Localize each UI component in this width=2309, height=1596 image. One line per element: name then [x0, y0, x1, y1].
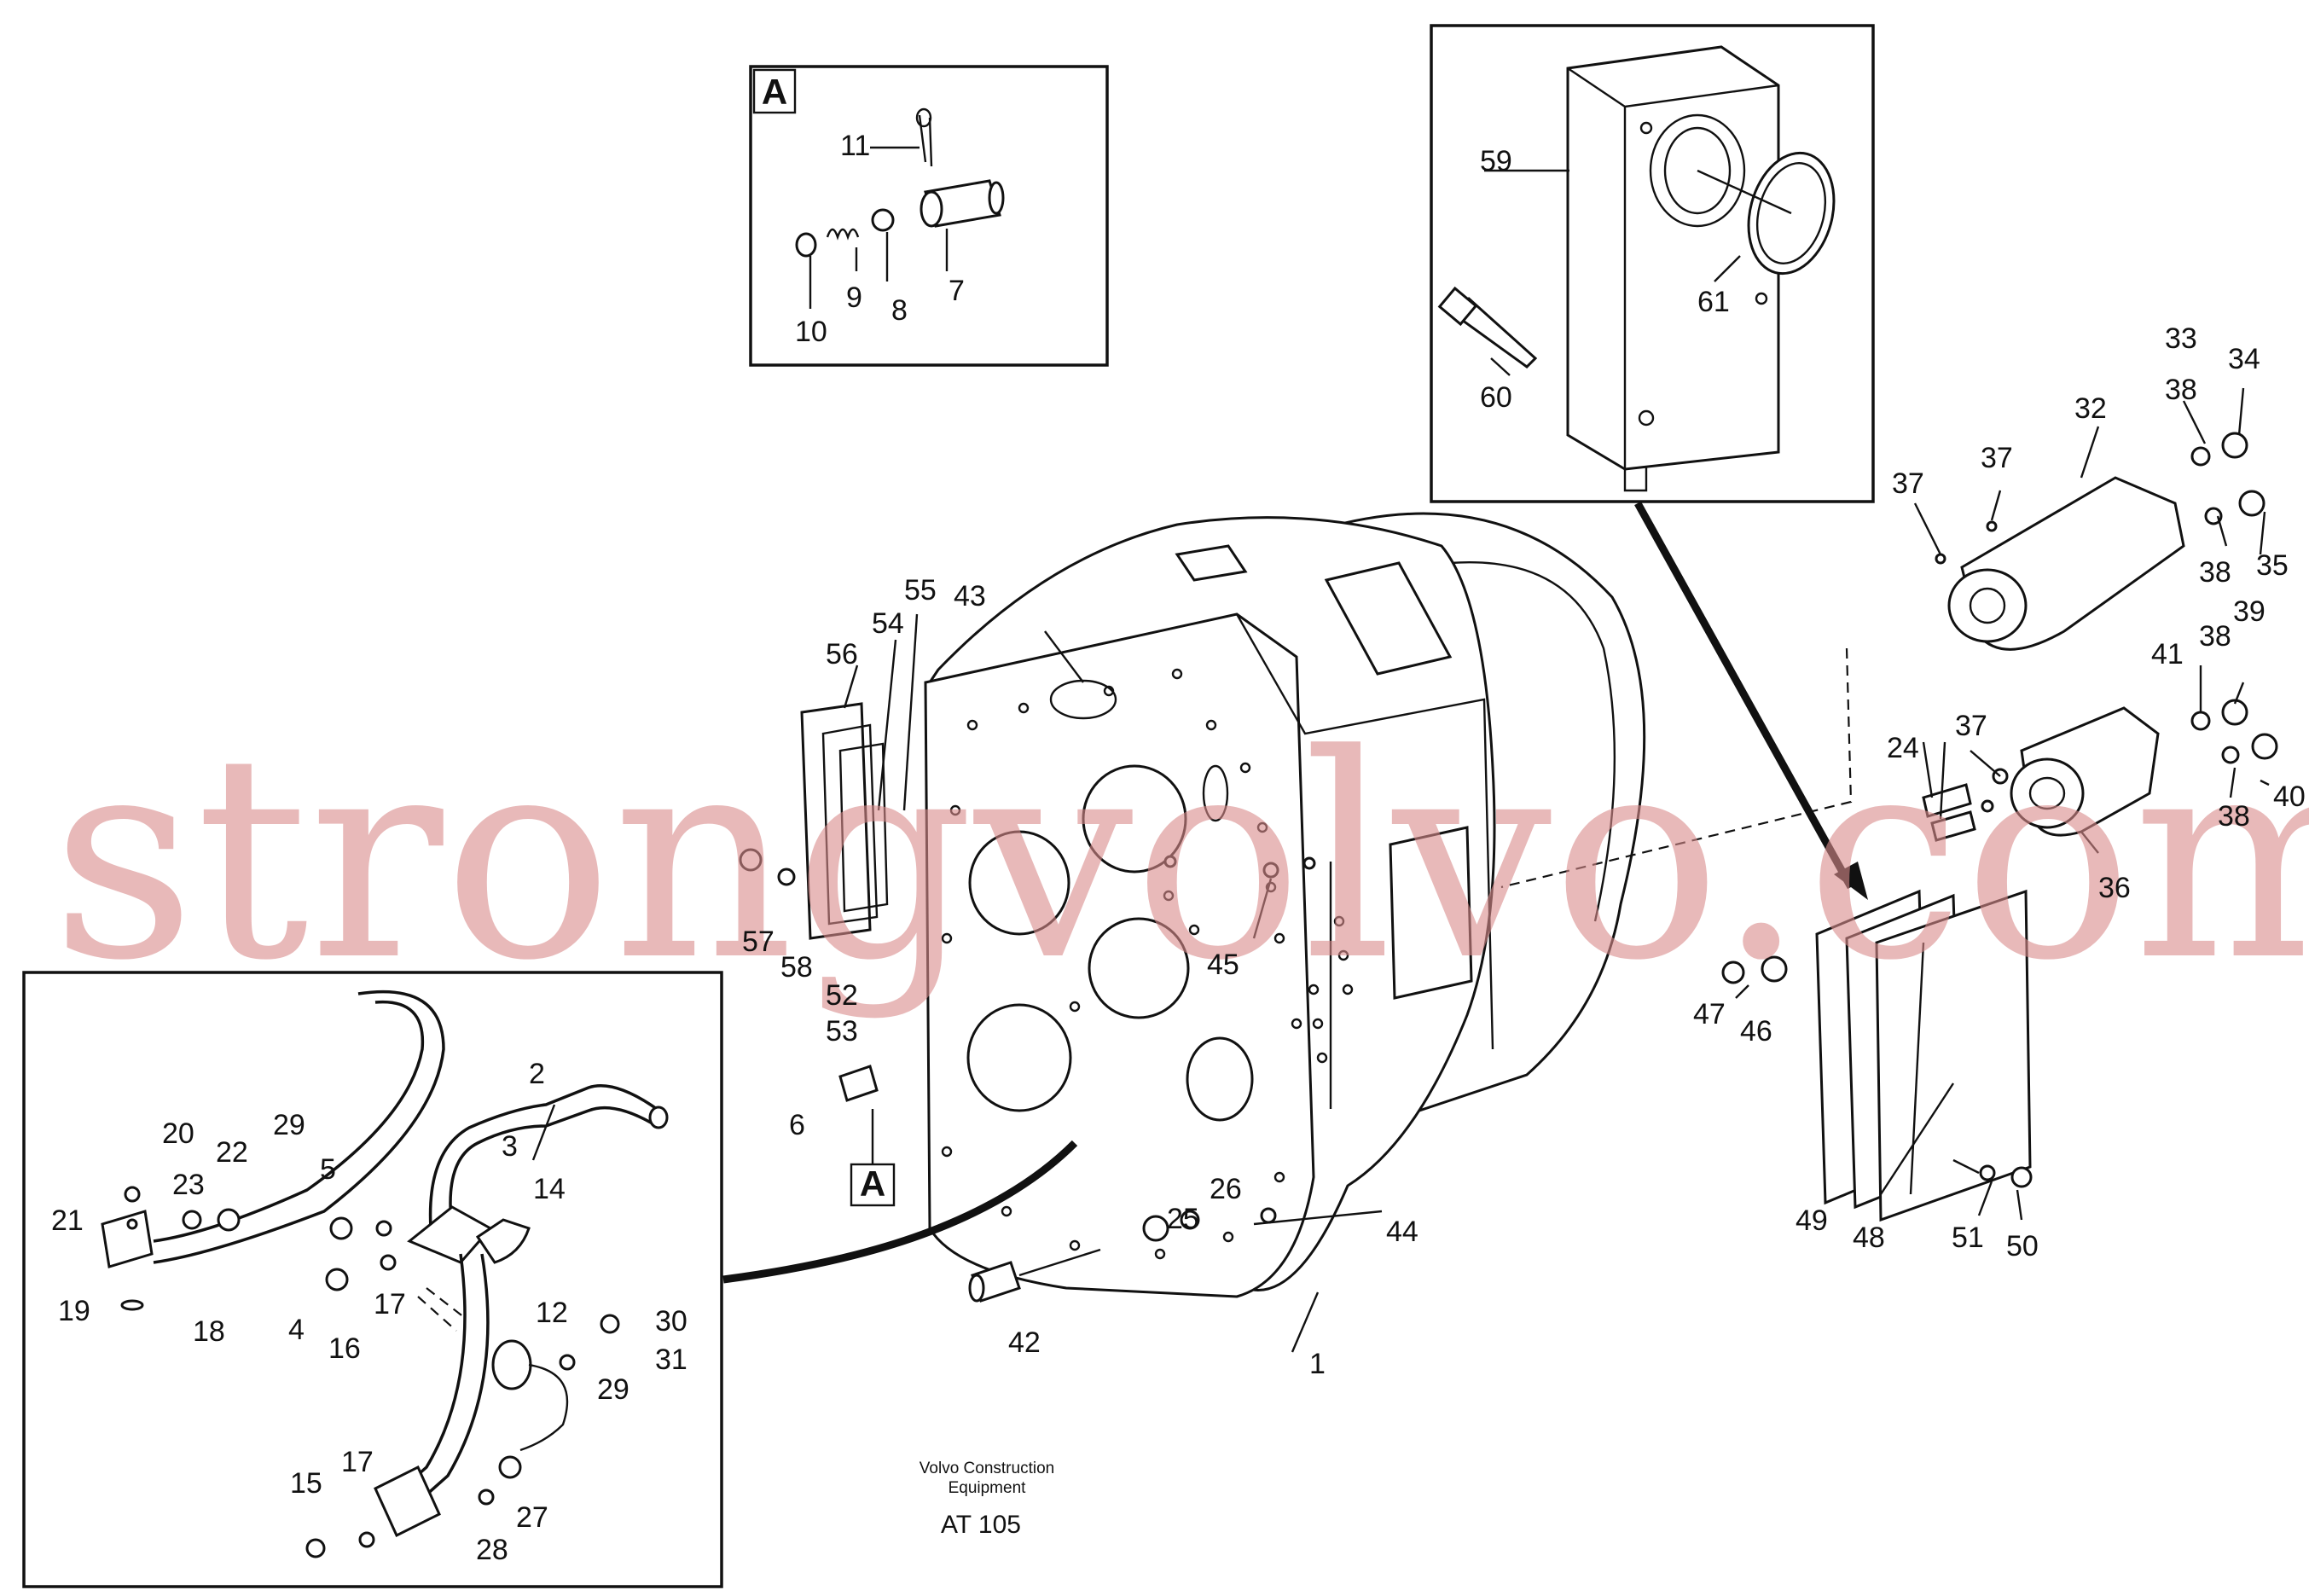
label-17b: 17	[341, 1446, 374, 1478]
diagram-code: AT 105	[941, 1511, 1021, 1539]
label-41: 41	[2151, 638, 2184, 670]
label-53: 53	[826, 1015, 858, 1048]
bracket-36	[1922, 699, 2278, 842]
label-42: 42	[1008, 1326, 1041, 1359]
inset-a-panel: A	[749, 65, 1109, 367]
label-11: 11	[840, 130, 870, 162]
cover-plates-48-49	[1815, 889, 2033, 1222]
label-40: 40	[2273, 781, 2306, 813]
bottom-left-inset-panel	[22, 971, 723, 1588]
label-25: 25	[1167, 1203, 1199, 1235]
label-47: 47	[1693, 998, 1726, 1030]
label-8: 8	[891, 294, 908, 327]
label-37c: 37	[1955, 710, 1987, 742]
label-36: 36	[2098, 872, 2131, 904]
label-46: 46	[1740, 1015, 1772, 1048]
label-58: 58	[780, 951, 813, 984]
label-24: 24	[1887, 732, 1919, 764]
main-housing-1	[800, 512, 1646, 1298]
label-48: 48	[1853, 1222, 1885, 1254]
washer-10	[795, 232, 817, 258]
label-37b: 37	[1981, 442, 2013, 474]
label-56: 56	[826, 638, 858, 670]
label-3: 3	[502, 1130, 518, 1163]
label-45: 45	[1207, 949, 1239, 981]
label-38d: 38	[2218, 800, 2250, 833]
fasteners-main	[739, 848, 1788, 1242]
label-26: 26	[1210, 1173, 1242, 1205]
bottom-inset-connector	[722, 1140, 1078, 1284]
label-55: 55	[904, 574, 937, 606]
inset-a-letter: A	[762, 72, 787, 112]
label-29b: 29	[597, 1373, 629, 1406]
label-10: 10	[795, 316, 827, 348]
spring-9	[826, 228, 860, 241]
label-44: 44	[1386, 1216, 1418, 1248]
label-17a: 17	[374, 1288, 406, 1320]
cotter-pin-11	[918, 114, 933, 167]
label-22: 22	[216, 1136, 248, 1169]
label-33: 33	[2165, 322, 2197, 355]
label-16: 16	[328, 1332, 361, 1365]
label-21: 21	[51, 1204, 84, 1237]
label-6: 6	[789, 1109, 805, 1141]
watermark-text: strongvolvo.com	[51, 694, 2309, 1022]
label-57: 57	[742, 926, 775, 958]
top-right-inset-panel	[1430, 24, 1875, 503]
label-2: 2	[529, 1058, 545, 1090]
label-35: 35	[2256, 549, 2289, 582]
label-19: 19	[58, 1295, 90, 1327]
label-20: 20	[162, 1117, 194, 1150]
label-59: 59	[1480, 145, 1512, 177]
label-1: 1	[1309, 1348, 1326, 1380]
label-14: 14	[533, 1173, 566, 1205]
label-28: 28	[476, 1534, 508, 1566]
label-52: 52	[826, 979, 858, 1012]
label-60: 60	[1480, 381, 1512, 414]
label-31: 31	[655, 1344, 687, 1376]
label-32: 32	[2074, 392, 2107, 425]
label-12: 12	[536, 1297, 568, 1329]
publisher-line-1: Volvo Construction	[920, 1460, 1054, 1477]
publisher-line-2: Equipment	[949, 1479, 1027, 1497]
label-7: 7	[949, 275, 965, 307]
inset-connector	[1634, 501, 1854, 890]
label-23: 23	[172, 1169, 205, 1201]
housing-block-59	[1566, 45, 1780, 471]
label-5: 5	[320, 1153, 336, 1186]
label-38b: 38	[2199, 556, 2231, 589]
label-61: 61	[1697, 286, 1730, 318]
label-4: 4	[288, 1314, 305, 1346]
bracket-32	[1935, 432, 2265, 651]
label-30: 30	[655, 1305, 687, 1338]
leader-lines	[531, 387, 2270, 1353]
label-54: 54	[872, 607, 904, 640]
label-27: 27	[516, 1501, 548, 1534]
label-38c: 38	[2199, 620, 2231, 653]
label-29a: 29	[273, 1109, 305, 1141]
label-50: 50	[2006, 1230, 2039, 1262]
label-38a: 38	[2165, 374, 2197, 406]
label-49: 49	[1796, 1204, 1828, 1237]
label-34: 34	[2228, 343, 2260, 375]
label-15: 15	[290, 1467, 322, 1500]
label-18: 18	[193, 1315, 225, 1348]
section-a-marker: A	[860, 1164, 885, 1204]
label-9: 9	[846, 281, 862, 314]
label-43: 43	[954, 580, 986, 612]
part-labels: 11 7 8 9 10 59 61 60 33 34 32 38 37 37 3…	[51, 130, 2306, 1566]
ball-8	[871, 208, 895, 232]
label-39: 39	[2233, 595, 2265, 628]
label-51: 51	[1952, 1222, 1984, 1254]
label-37a: 37	[1892, 467, 1924, 500]
